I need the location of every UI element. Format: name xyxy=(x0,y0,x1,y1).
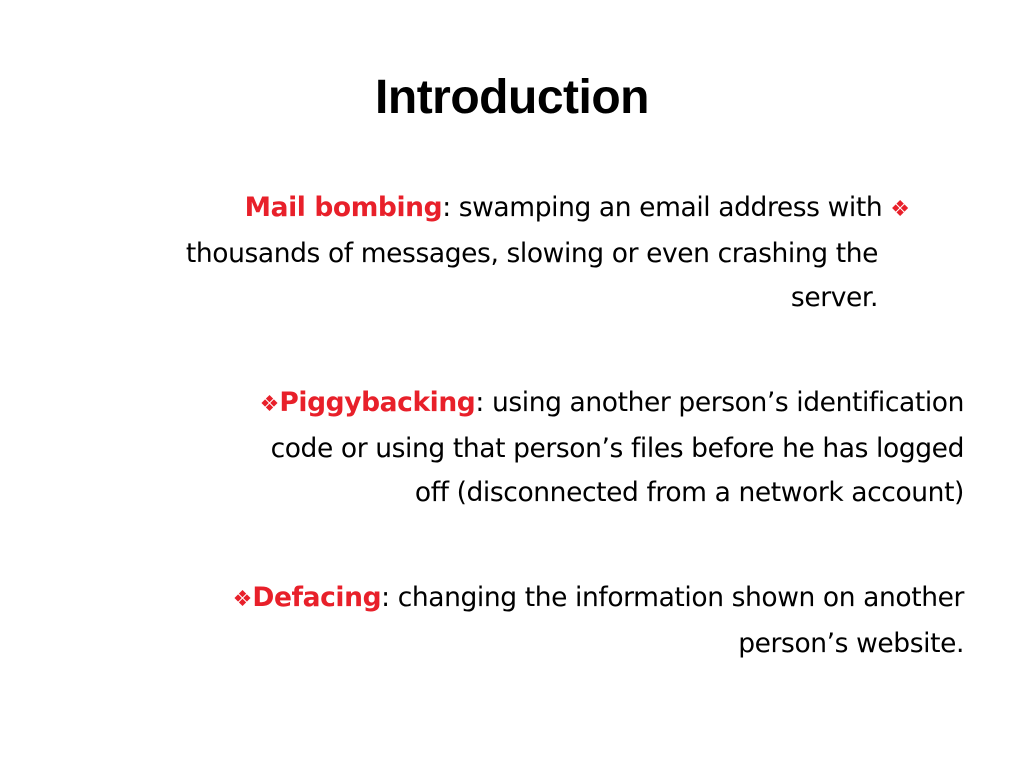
slide-title: Introduction xyxy=(375,71,649,124)
bullet-line: thousands of messages, slowing or even c… xyxy=(185,238,879,269)
bullet-text: : changing the information shown on anot… xyxy=(381,582,964,613)
bullet-line: ❖Defacing: changing the information show… xyxy=(90,576,965,622)
bullet-term: Mail bombing xyxy=(244,192,443,223)
bullet-line: code or using that person’s files before… xyxy=(270,433,965,464)
bullet-text: : using another person’s identification xyxy=(475,387,964,418)
diamond-dots-icon: ❖ xyxy=(259,392,280,417)
bullet-line: server. xyxy=(790,282,878,313)
bullet-line: person’s website. xyxy=(738,628,964,659)
bullet-line: Mail bombing: swamping an email address … xyxy=(60,186,910,232)
diamond-dots-icon: ❖ xyxy=(232,587,253,612)
bullet-term: Defacing xyxy=(252,582,382,613)
bullet-mail-bombing: Mail bombing: swamping an email address … xyxy=(60,186,910,320)
bullet-piggybacking: ❖Piggybacking: using another person’s id… xyxy=(140,381,965,515)
bullet-text: : swamping an email address with xyxy=(442,192,883,223)
bullet-line: off (disconnected from a network account… xyxy=(414,477,965,508)
bullet-line: ❖Piggybacking: using another person’s id… xyxy=(140,381,965,427)
bullet-term: Piggybacking xyxy=(279,387,476,418)
diamond-dots-icon: ❖ xyxy=(890,197,910,222)
bullet-defacing: ❖Defacing: changing the information show… xyxy=(90,576,965,666)
